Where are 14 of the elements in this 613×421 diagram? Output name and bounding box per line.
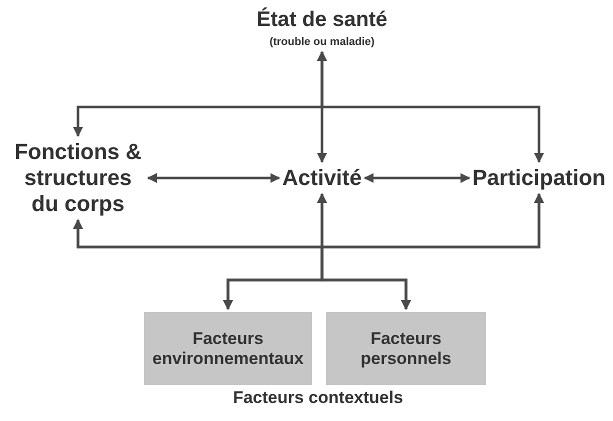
node-label: Fonctions & structures du corps [11, 139, 145, 217]
box-label: Facteurs personnels [360, 328, 452, 368]
node-label: Activité [282, 165, 362, 191]
group-caption: Facteurs contextuels [232, 388, 404, 408]
factor-box [326, 312, 486, 385]
double-arrow [364, 173, 470, 183]
double-arrow [147, 173, 280, 183]
node-subtitle: (trouble ou maladie) [269, 35, 375, 49]
box-label: Facteurs environnementaux [151, 328, 305, 368]
double-arrow [317, 51, 544, 163]
double-arrow [320, 193, 544, 310]
factor-box [144, 312, 312, 385]
node-label: Participation [472, 165, 606, 191]
node-title: État de santé [256, 8, 388, 32]
